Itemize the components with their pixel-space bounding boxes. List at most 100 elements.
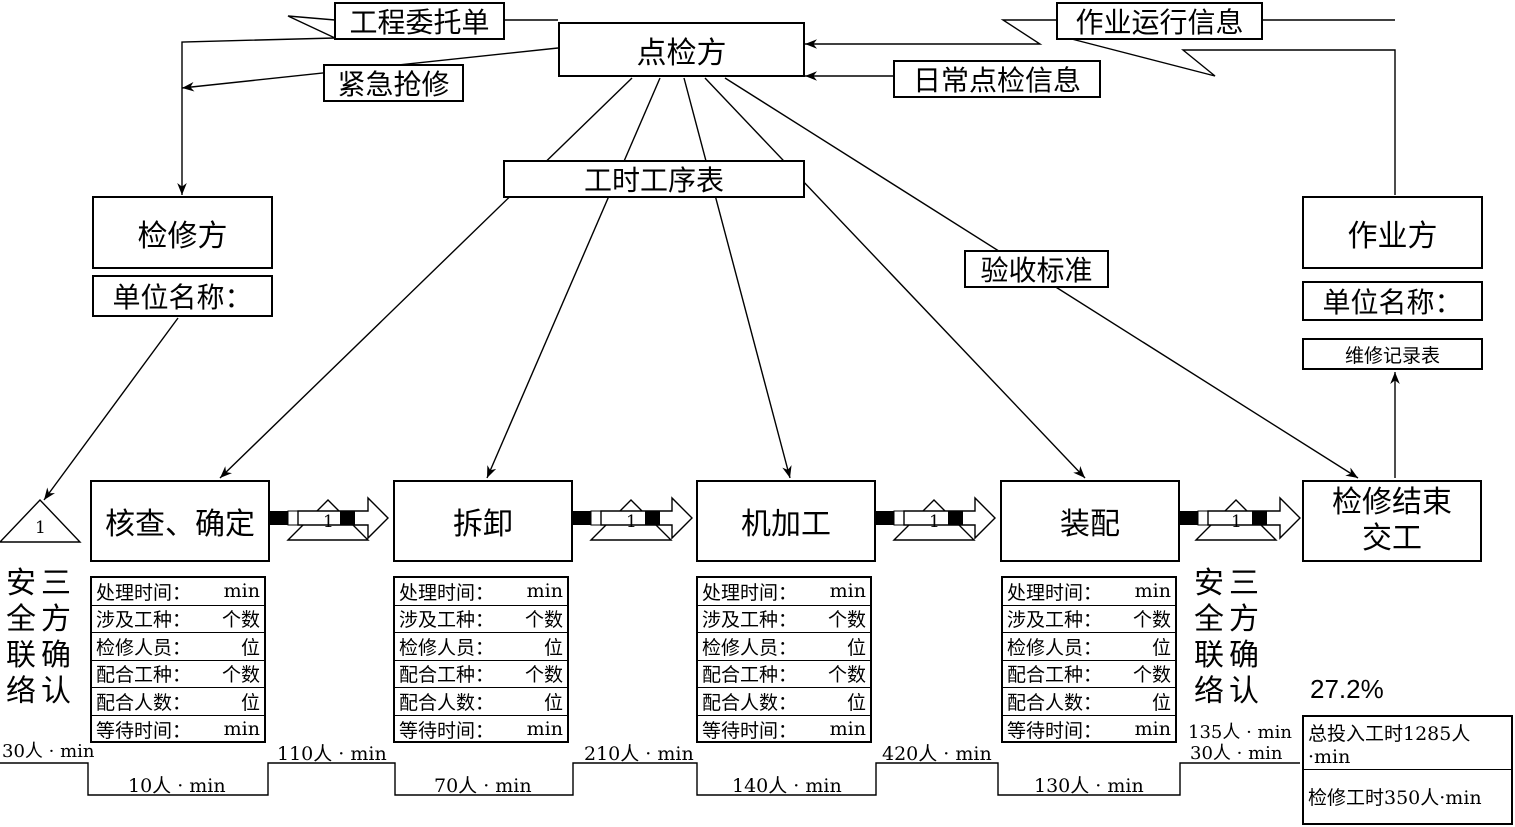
timeline-wait-2: 210人 · min [584,743,694,765]
stats-unit: 位 [240,636,260,659]
stats-unit: min [1134,718,1171,741]
timeline-process-3: 140人 · min [732,775,842,797]
push-arrow-4 [1180,496,1301,540]
stats-row: 处理时间：min [698,578,870,606]
vertical-char: 确 [41,638,71,673]
operator-party-title: 作业方 [1347,218,1438,254]
daily-info-label-box: 日常点检信息 [893,60,1101,98]
step-title-3: 机加工 [741,507,831,542]
stats-label: 等待时间： [96,719,192,742]
end-step-line2: 交工 [1362,521,1422,556]
push-arrow-2 [573,496,693,540]
stats-unit: 个数 [524,609,563,632]
work-order-flow-line-zigzag [177,15,336,195]
stats-label: 检修人员： [702,636,798,659]
acceptance-label-box: 验收标准 [964,250,1109,288]
daily-info-label: 日常点检信息 [912,64,1081,97]
stats-label: 等待时间： [702,719,798,742]
step-title-1: 核查、确定 [105,507,255,542]
stats-unit: min [829,580,866,603]
stats-label: 涉及工种： [399,609,495,632]
vertical-char: 三 [1229,566,1259,601]
vertical-char: 认 [41,674,71,709]
vertical-char: 三 [41,566,71,601]
vertical-char: 方 [1229,602,1259,637]
vertical-char: 认 [1229,674,1259,709]
stats-row: 配合人数：位 [92,688,264,716]
stats-row: 配合工种：个数 [1003,661,1175,688]
stats-row: 检修人员：位 [92,633,264,661]
step-box-2: 拆卸 [393,480,573,562]
stats-label: 等待时间： [1007,719,1103,742]
stats-row: 处理时间： min [395,578,567,606]
stats-unit: 个数 [221,664,260,687]
inventory-num-2: 1 [626,512,637,532]
stats-unit: min [829,718,866,741]
operation-info-line-a [1059,35,1396,195]
repair-party-box: 检修方 [92,196,273,269]
stats-label: 处理时间： [399,581,495,604]
stats-row: 等待时间： min [698,716,870,744]
push-arrows [270,496,1301,540]
stats-label: 配合工种： [1007,664,1103,687]
repair-party-unit: 单位名称： [112,281,253,314]
vertical-char: 安 [1194,566,1224,601]
stats-row: 配合工种：个数 [698,661,870,688]
vertical-char: 络 [1194,674,1224,709]
safety-contact-left: 安 全 联 络 [5,566,37,710]
inspector-to-step4 [704,77,1086,479]
total-hours: 总投入工时1285人·min [1304,717,1511,770]
stats-label: 配合人数： [96,691,192,714]
stats-label: 配合人数： [702,691,798,714]
stats-unit: 个数 [827,609,866,632]
operation-info-line-c [805,19,1057,49]
repair-party-title: 检修方 [137,218,228,254]
stats-table-2: 处理时间： min 涉及工种： 个数 检修人员：位 配合工种：个数 配合人数： 位 等… [393,576,569,743]
inspector-label: 点检方 [636,35,727,71]
repair-record-box: 维修记录表 [1302,338,1483,370]
operator-party-box: 作业方 [1302,196,1483,269]
stats-row: 处理时间：min [1003,578,1175,606]
emergency-label-box: 紧急抢修 [323,64,464,102]
stats-unit: 位 [846,691,866,714]
timeline-wait-3: 420人 · min [882,743,992,765]
vertical-char: 确 [1229,638,1259,673]
vertical-char: 方 [41,602,71,637]
stats-row: 等待时间：min [395,716,567,744]
step-box-1: 核查、确定 [90,480,270,562]
emergency-label: 紧急抢修 [337,68,450,101]
stats-row: 配合工种： 个数 [92,661,264,688]
stats-unit: 位 [543,691,563,714]
end-step-line1: 检修结束 [1332,485,1452,520]
inspector-box: 点检方 [558,22,805,77]
timeline-process-2: 70人 · min [434,775,532,797]
schedule-label: 工时工序表 [583,164,724,197]
timeline-line [0,762,1300,796]
stats-row: 涉及工种：个数 [92,606,264,633]
efficiency-ratio: 27.2% [1310,674,1384,704]
stats-label: 配合人数： [399,691,495,714]
three-party-confirm-right: 三 方 确 认 [1228,566,1260,710]
stats-unit: 位 [1151,691,1171,714]
stats-unit: 个数 [1132,609,1171,632]
repair-to-triangle [43,317,179,501]
stats-unit: min [526,580,563,603]
stats-row: 检修人员：位 [395,633,567,661]
stats-label: 配合工种： [96,664,192,687]
schedule-label-box: 工时工序表 [503,160,805,198]
stats-row: 处理时间：min [92,578,264,606]
stats-row: 配合工种：个数 [395,661,567,688]
timeline-process-4: 130人 · min [1034,775,1144,797]
timeline-end-top: 135人 · min [1188,722,1292,743]
timeline-end-bottom: 30人 · min [1190,743,1283,764]
stats-row: 配合人数： 位 [698,688,870,716]
stats-label: 配合工种： [702,664,798,687]
inventory-triangle-start [0,498,82,543]
safety-contact-right: 安 全 联 络 [1193,566,1225,710]
push-arrow-1 [270,496,389,540]
operation-info-label-box: 作业运行信息 [1056,2,1263,40]
operator-party-unit: 单位名称： [1322,286,1463,319]
inventory-num-start: 1 [35,518,46,538]
repair-record-label: 维修记录表 [1344,344,1440,367]
